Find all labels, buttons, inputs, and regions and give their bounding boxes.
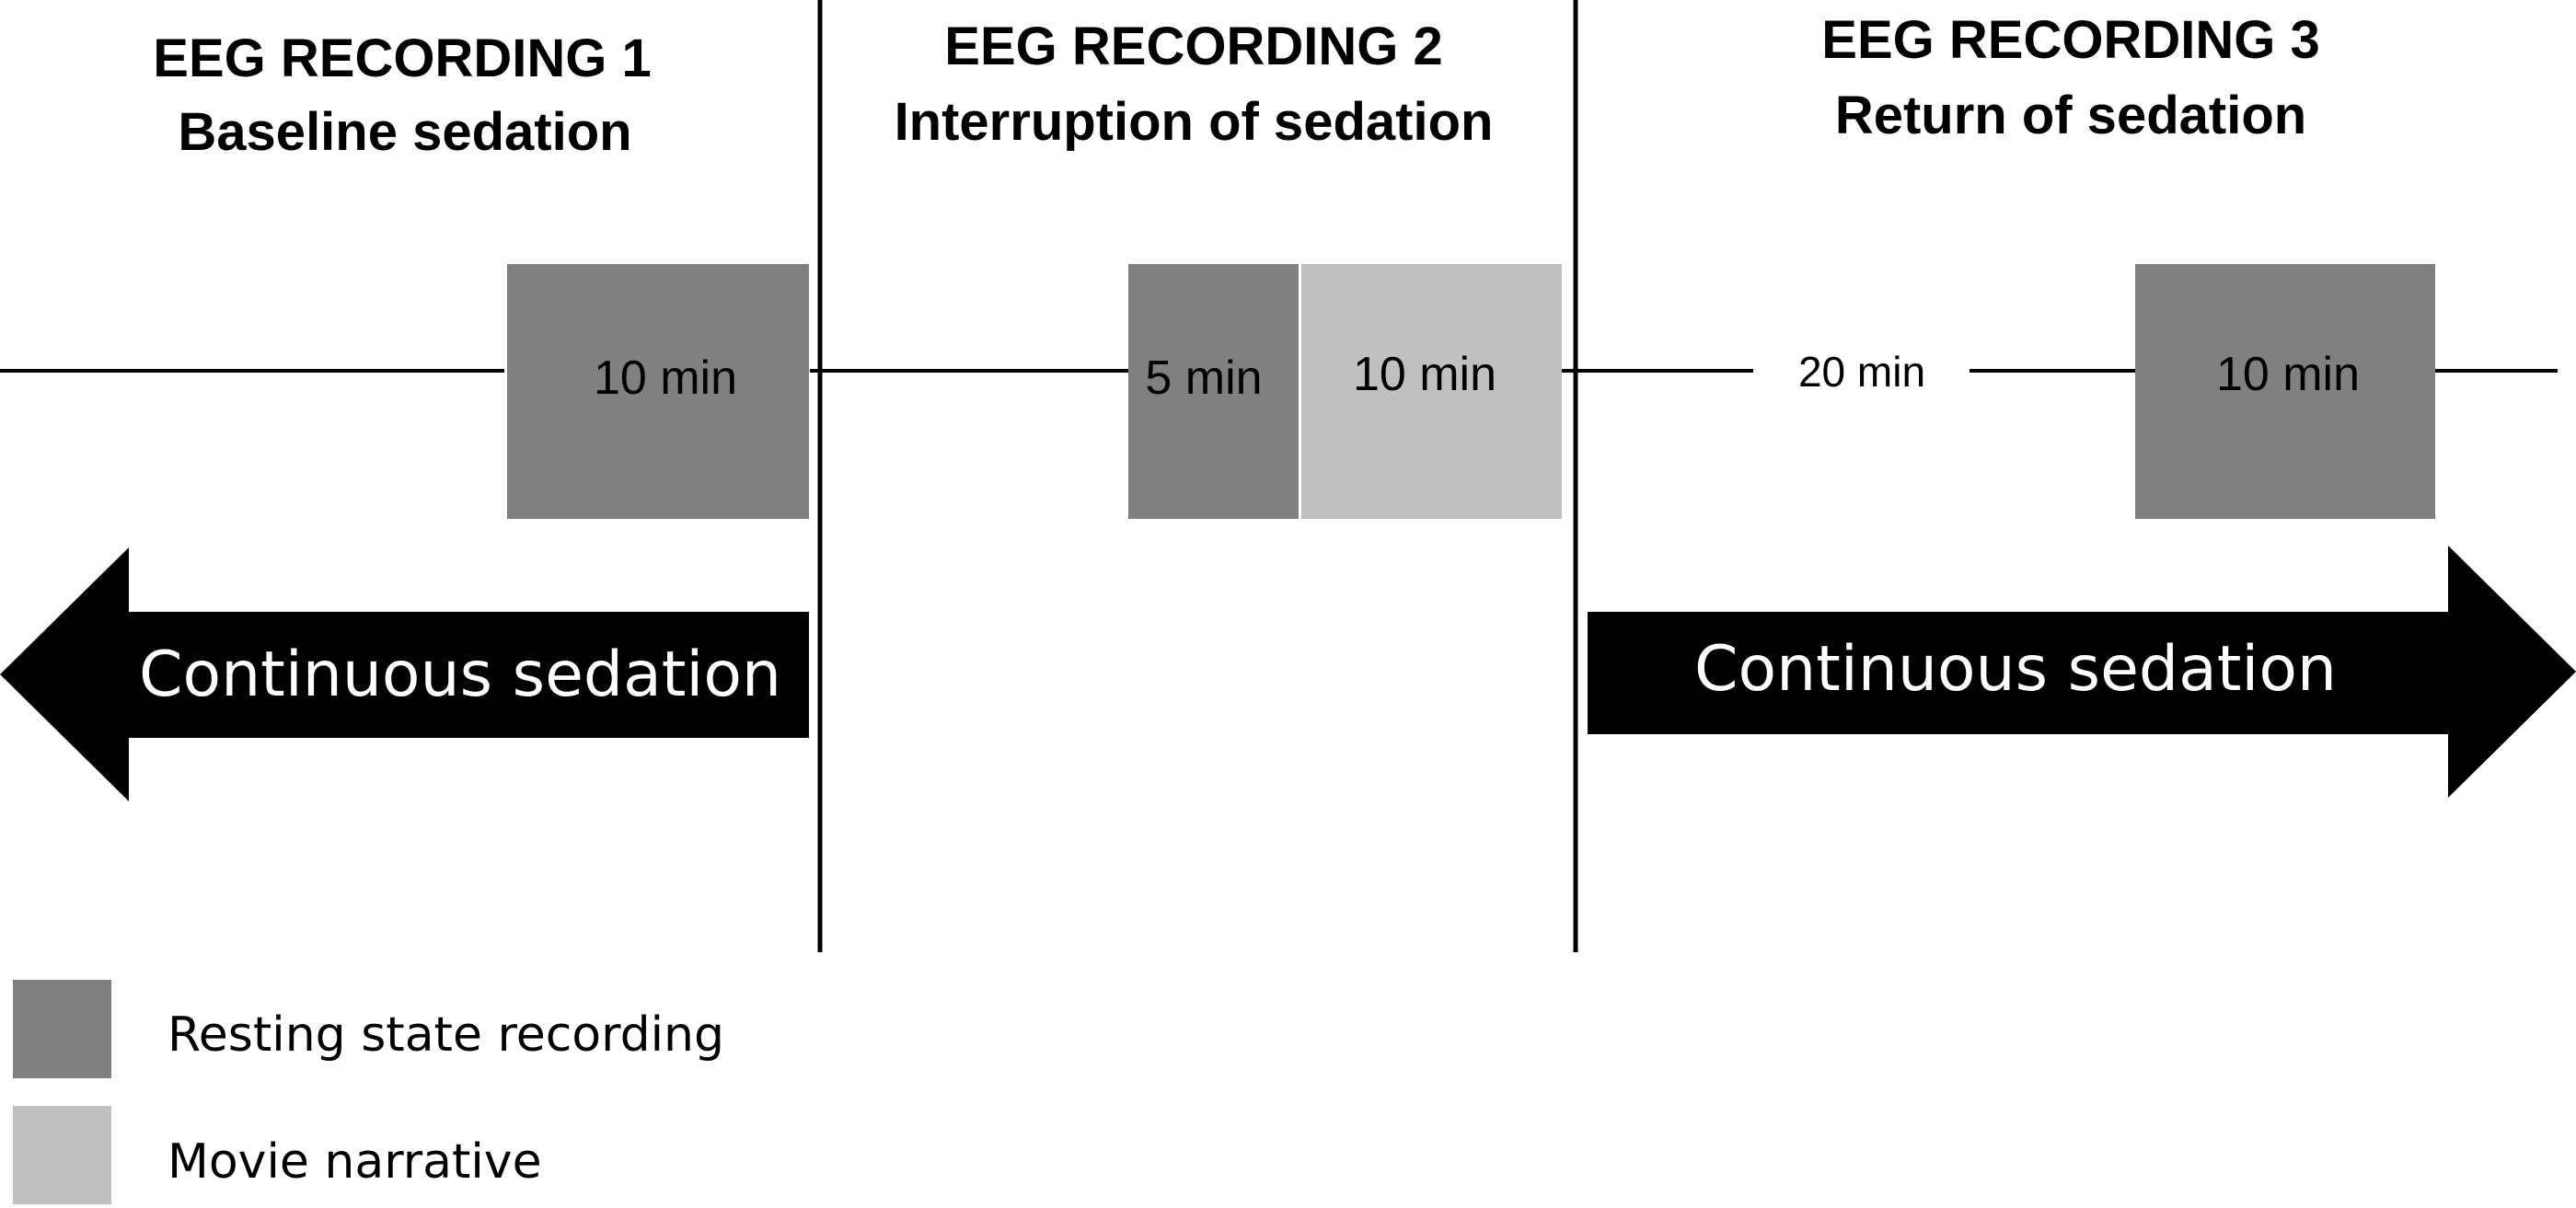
legend-label-movie: Movie narrative xyxy=(167,1134,542,1190)
section-3-subtitle: Return of sedation xyxy=(1835,86,2306,145)
block-baseline-resting xyxy=(507,264,809,519)
block-interruption-movie-label: 10 min xyxy=(1353,348,1496,401)
section-2-subtitle: Interruption of sedation xyxy=(895,92,1494,152)
block-interruption-movie xyxy=(1301,264,1562,519)
section-2-title: EEG RECORDING 2 xyxy=(944,17,1442,76)
section-1-subtitle: Baseline sedation xyxy=(178,102,631,162)
block-baseline-resting-label: 10 min xyxy=(594,351,737,405)
legend-swatch-resting xyxy=(13,980,111,1078)
section-3-title: EEG RECORDING 3 xyxy=(1821,10,2319,70)
block-return-resting-label: 10 min xyxy=(2216,348,2360,401)
continuous-sedation-left-label: Continuous sedation xyxy=(139,639,781,711)
block-interruption-resting xyxy=(1128,264,1299,519)
block-interruption-resting-label: 5 min xyxy=(1145,351,1262,405)
continuous-sedation-right-label: Continuous sedation xyxy=(1694,633,2337,706)
continuous-sedation-arrow-left xyxy=(0,547,809,801)
section-1-title: EEG RECORDING 1 xyxy=(153,29,651,88)
block-return-resting xyxy=(2135,264,2435,519)
continuous-sedation-arrow-right xyxy=(1588,546,2576,798)
legend-swatch-movie xyxy=(13,1106,111,1204)
legend-label-resting: Resting state recording xyxy=(167,1007,724,1063)
gap-duration-label: 20 min xyxy=(1798,348,1925,396)
